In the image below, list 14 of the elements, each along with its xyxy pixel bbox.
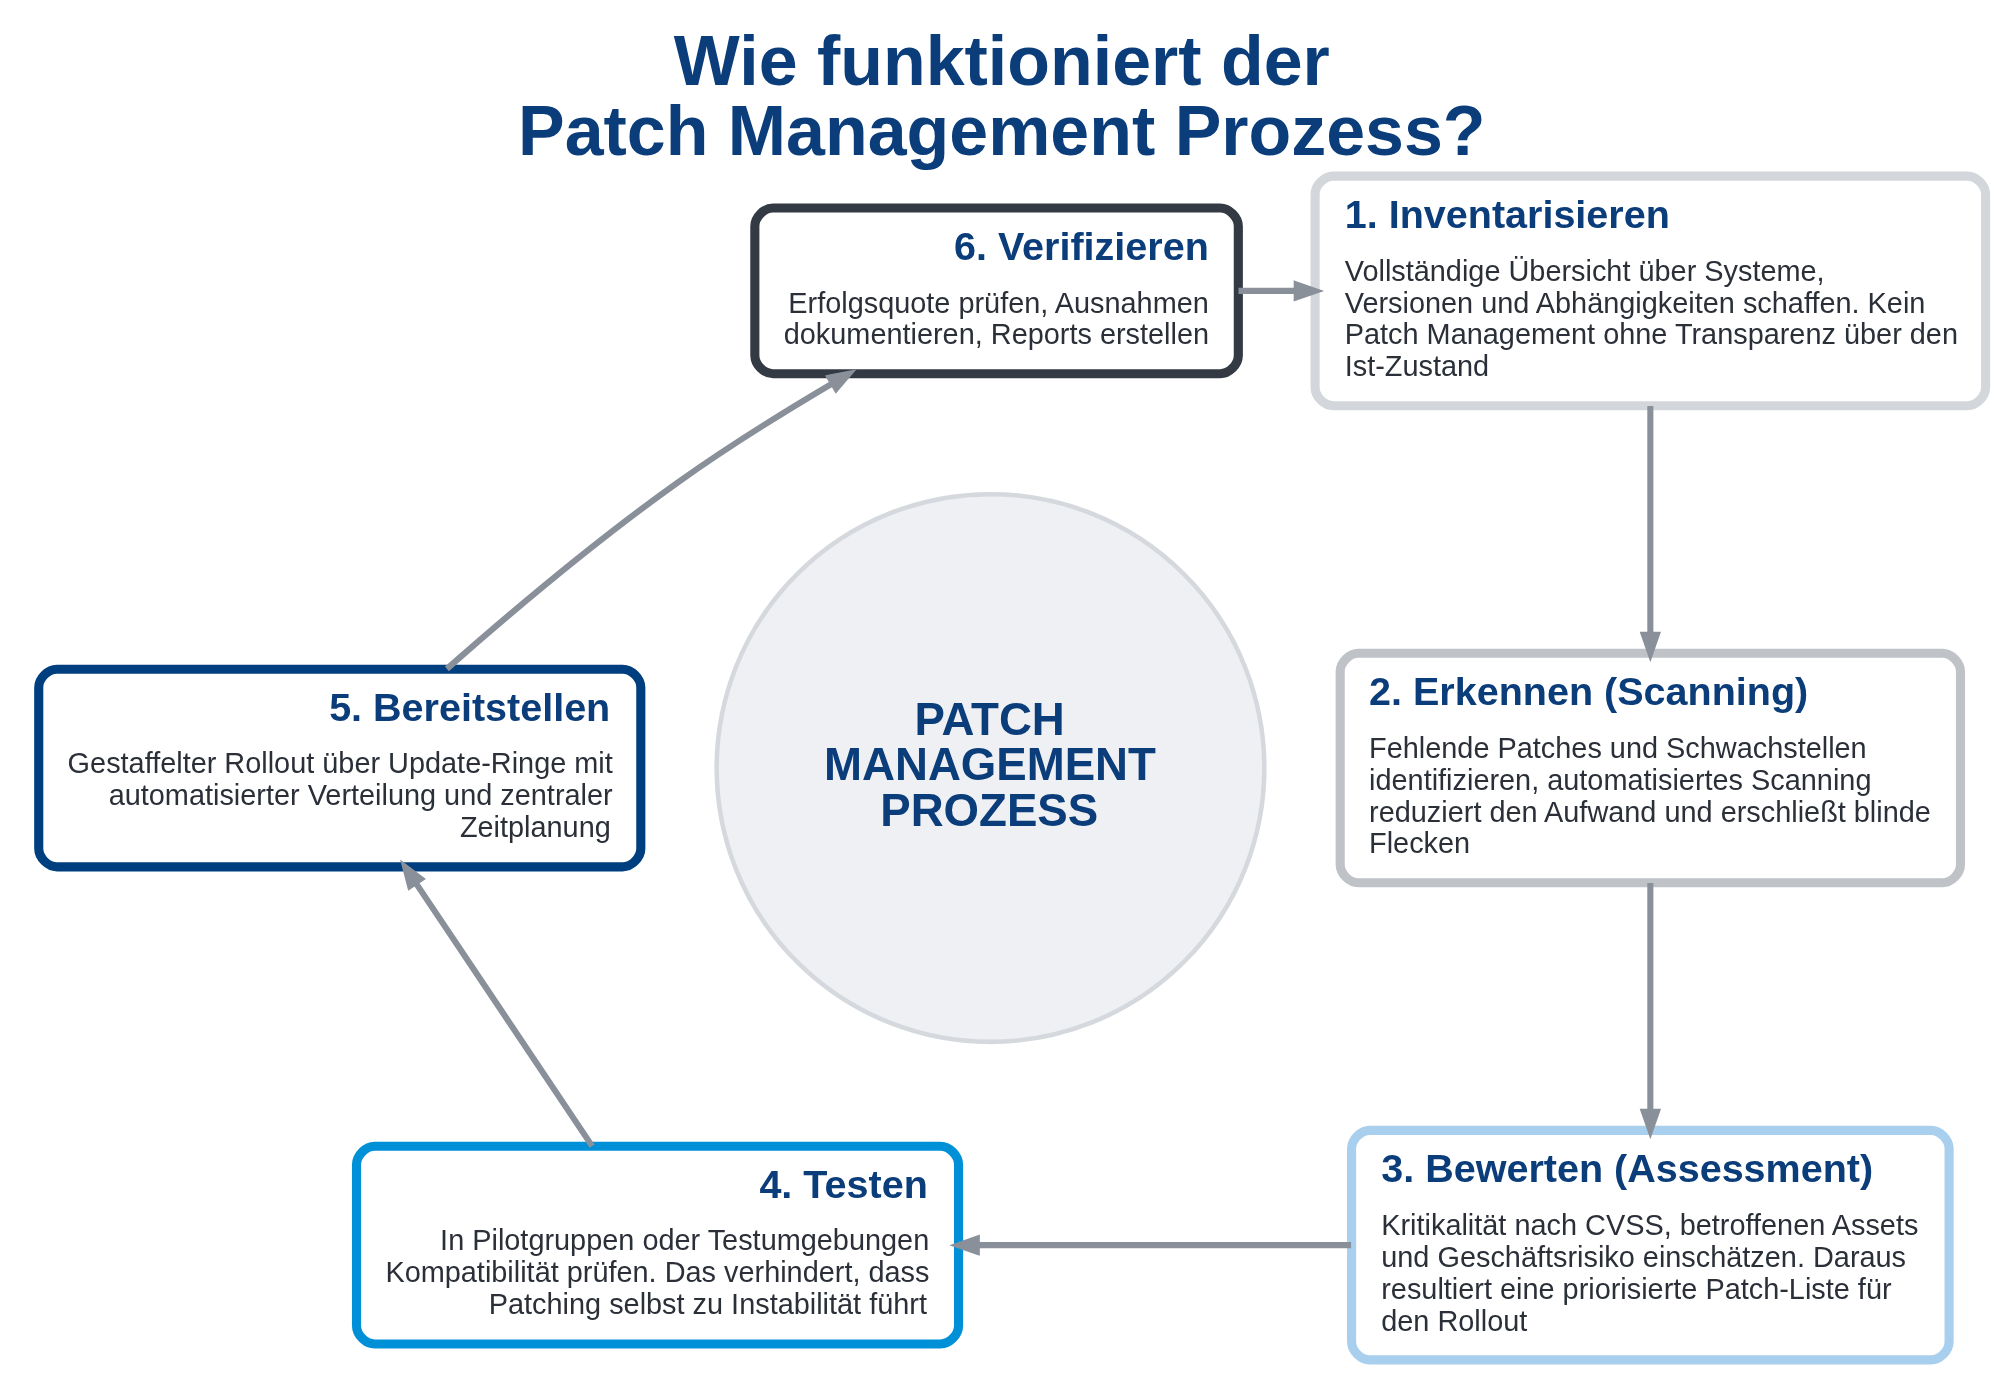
arrow xyxy=(949,1234,1352,1256)
node-circle: PATCH MANAGEMENT PROZESS xyxy=(714,491,1267,1045)
node-box: 3. Bewerten (Assessment) Kritikalität nach CVSS, betroffenen Assets und Geschäftsrisiko einschätzen. Daraus resultiert eine priorisierte Patch-Liste für den Rollout xyxy=(1347,1125,1954,1365)
arrow xyxy=(1639,405,1661,663)
arrow xyxy=(444,369,857,672)
arrow xyxy=(1639,883,1661,1140)
node-box: 2. Erkennen (Scanning) Fehlende Patches und Schwachstellen identifizieren, automatisiertes Scanning reduziert den Aufwand und erschließt blinde Flecken xyxy=(1335,648,1966,888)
diagram-title: Wie funktioniert der Patch Management Prozess? xyxy=(518,21,1486,170)
arrow xyxy=(400,859,595,1148)
node-box: 4. Testen In Pilotgruppen oder Testumgebungen Kompatibilität prüfen. Das verhindert, dass Patching selbst zu Instabilität führt xyxy=(351,1141,964,1349)
node-box: 6. Verifizieren Erfolgsquote prüfen, Ausnahmen dokumentieren, Reports erstellen xyxy=(750,203,1243,379)
arrow xyxy=(1238,280,1325,302)
node-box: 5. Bereitstellen Gestaffelter Rollout über Update-Ringe mit automatisierter Verteilung und zentraler Zeitplanung xyxy=(34,664,646,872)
node-box: 1. Inventarisieren Vollständige Übersicht über Systeme, Versionen und Abhängigkeiten schaffen. Kein Patch Management ohne Transparenz über den Ist-Zustand xyxy=(1310,171,1991,411)
